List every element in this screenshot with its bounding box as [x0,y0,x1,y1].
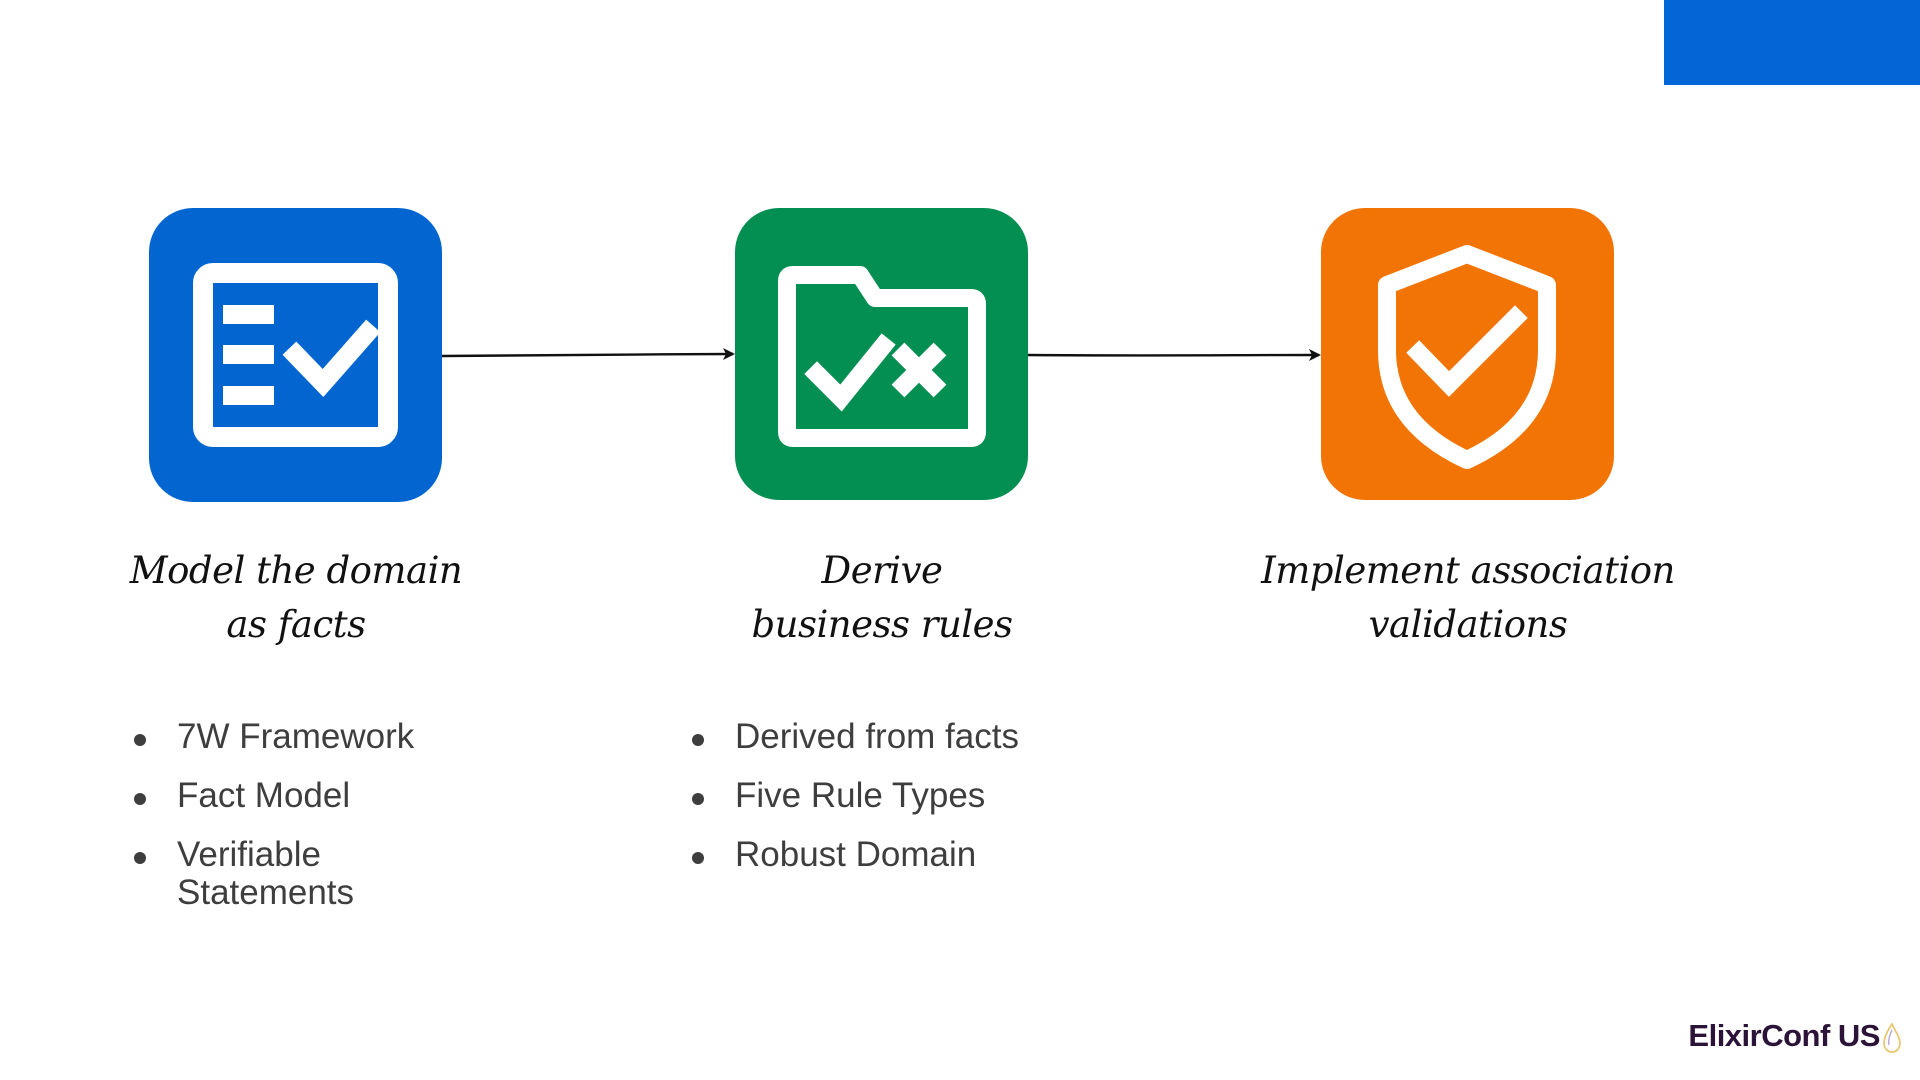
step-1-tile [149,208,442,502]
list-item: Derived from facts [690,718,1110,756]
step-3-tile [1321,208,1614,500]
step-1-bullet-list: 7W Framework Fact Model Verifiable State… [132,718,452,933]
step-2-caption-line-2: business rules [751,603,1013,646]
step-2-caption: Derive business rules [672,544,1092,652]
step-3-caption: Implement association validations [1258,544,1678,652]
checklist-icon [193,263,398,447]
corner-accent-bar [1664,0,1920,85]
elixirconf-logo: ElixirConf US [1688,1018,1902,1054]
shield-check-icon [1378,245,1556,469]
step-2-caption-line-1: Derive [821,549,943,592]
step-2-bullet-list: Derived from facts Five Rule Types Robus… [690,718,1110,895]
list-item: Fact Model [132,777,452,815]
list-item: Verifiable Statements [132,836,452,912]
logo-text: ElixirConf US [1688,1018,1880,1053]
folder-check-cross-icon [778,266,986,447]
elixir-drop-icon [1883,1022,1901,1053]
step-2-tile [735,208,1028,500]
step-1-caption-line-1: Model the domain [129,549,463,592]
arrow-step-1-to-2 [441,348,735,361]
step-1-caption: Model the domain as facts [86,544,506,652]
step-3-caption-line-1: Implement association [1261,549,1675,592]
step-3-caption-line-2: validations [1368,603,1568,646]
list-item: Five Rule Types [690,777,1110,815]
list-item: 7W Framework [132,718,452,756]
step-1-caption-line-2: as facts [226,603,366,646]
list-item: Robust Domain [690,836,1110,874]
